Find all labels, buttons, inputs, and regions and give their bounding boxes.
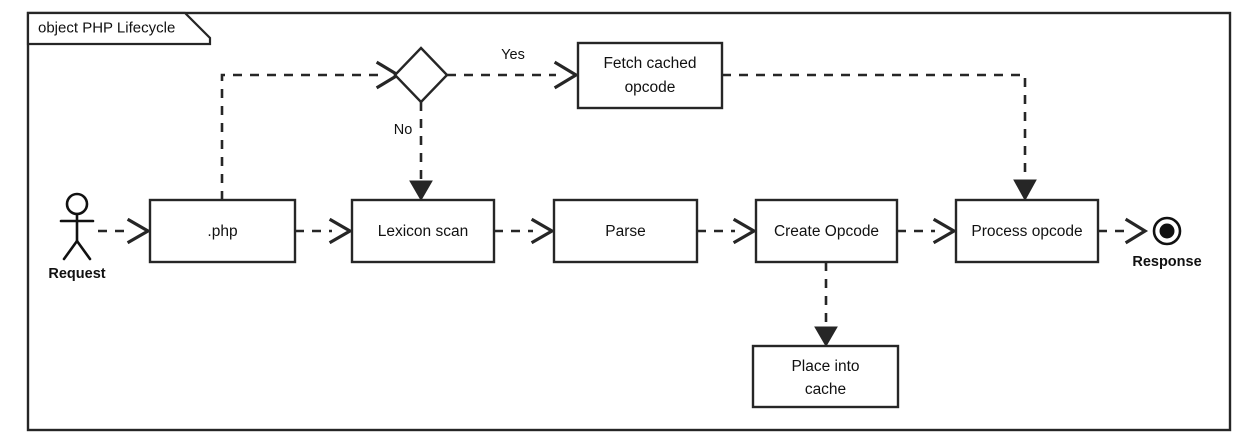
decision-diamond-shape[interactable] <box>393 46 449 104</box>
edge-label-yes: Yes <box>501 47 525 63</box>
arrowhead-icon <box>553 60 580 90</box>
arrowhead-icon <box>814 326 838 347</box>
edge-label-no: No <box>394 122 413 138</box>
node-php-label: .php <box>207 223 237 240</box>
actor-head-icon <box>65 192 89 216</box>
final-node-dot-icon <box>1159 223 1175 239</box>
diagram-frame-border <box>26 11 1232 432</box>
edge-lexicon-to-parse <box>494 217 556 245</box>
arrowhead-icon <box>126 217 152 245</box>
frame-tab <box>26 11 212 46</box>
node-lexicon-scan-label: Lexicon scan <box>378 223 468 240</box>
node-fetch-cached-opcode-box[interactable] <box>576 41 724 110</box>
node-place-into-cache-box[interactable] <box>751 344 900 409</box>
arrowhead-icon <box>732 217 758 245</box>
edge-decision-yes-to-fetch: Yes <box>447 47 580 90</box>
arrowhead-icon <box>932 217 958 245</box>
node-lexicon-scan[interactable]: Lexicon scan <box>350 198 496 264</box>
edge-create-to-place-cache <box>814 262 838 347</box>
arrowhead-icon <box>1124 217 1149 245</box>
node-fetch-cached-opcode-label-line2: opcode <box>625 79 676 96</box>
edge-line <box>722 73 1027 183</box>
node-create-opcode[interactable]: Create Opcode <box>754 198 899 264</box>
node-create-opcode-box[interactable] <box>754 198 899 264</box>
final-node-response: Response <box>1132 216 1202 270</box>
arrowhead-icon <box>530 217 556 245</box>
node-parse-label: Parse <box>605 223 646 240</box>
node-process-opcode[interactable]: Process opcode <box>954 198 1100 264</box>
edge-fetch-to-process <box>722 73 1037 202</box>
node-place-into-cache-label-line1: Place into <box>791 358 859 375</box>
node-place-into-cache[interactable]: Place into cache <box>751 344 900 409</box>
arrowhead-icon <box>1013 179 1037 202</box>
frame-title-label: object PHP Lifecycle <box>38 19 175 36</box>
node-fetch-cached-opcode[interactable]: Fetch cached opcode <box>576 41 724 110</box>
node-parse[interactable]: Parse <box>552 198 699 264</box>
actor-request: Request <box>48 192 106 282</box>
actor-leg-right-icon <box>75 239 92 261</box>
node-place-into-cache-label-line2: cache <box>805 381 846 398</box>
node-lexicon-scan-box[interactable] <box>350 198 496 264</box>
edge-process-to-response <box>1098 217 1149 245</box>
node-process-opcode-label: Process opcode <box>971 223 1082 240</box>
decision-cache-check[interactable] <box>393 46 449 104</box>
edge-create-to-process <box>897 217 958 245</box>
edge-php-to-decision <box>220 60 402 200</box>
node-create-opcode-label: Create Opcode <box>774 223 879 240</box>
edge-line <box>220 73 378 200</box>
final-node-label: Response <box>1132 254 1201 270</box>
edge-request-to-php <box>98 217 152 245</box>
arrowhead-icon <box>328 217 354 245</box>
node-fetch-cached-opcode-label-line1: Fetch cached <box>603 55 696 72</box>
node-php[interactable]: .php <box>148 198 297 264</box>
arrowhead-icon <box>409 180 433 201</box>
edge-php-to-lexicon <box>295 217 354 245</box>
actor-label: Request <box>48 266 105 282</box>
edge-parse-to-create <box>697 217 758 245</box>
edge-decision-no-to-lexicon: No <box>394 102 433 201</box>
actor-leg-left-icon <box>62 239 79 261</box>
